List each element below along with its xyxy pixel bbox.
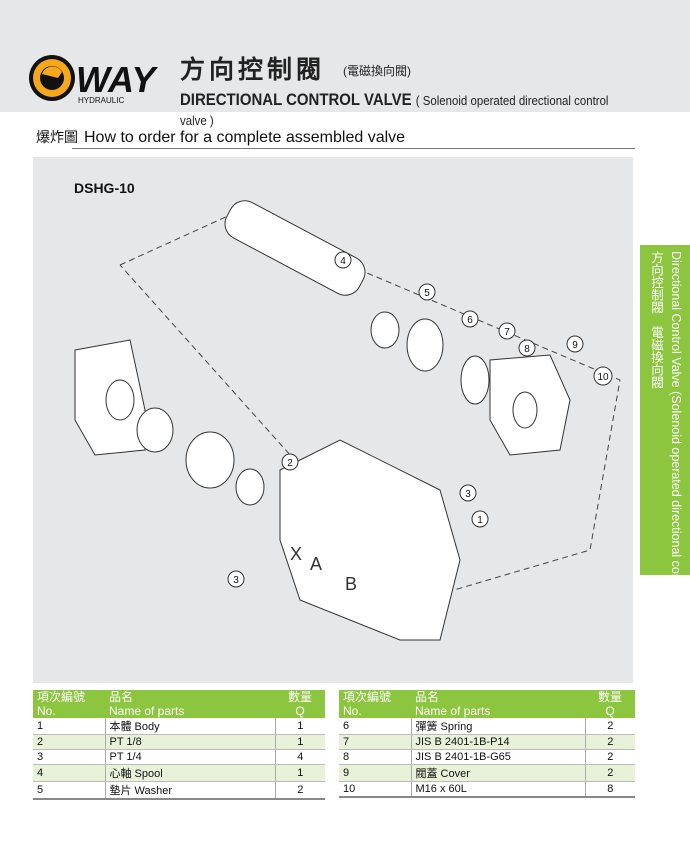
way-hydraulic-logo: WAY HYDRAULIC	[29, 55, 158, 105]
svg-text:5: 5	[424, 288, 430, 299]
spool	[224, 200, 366, 296]
callout-7: 7	[498, 322, 516, 340]
svg-text:6: 6	[467, 315, 473, 326]
subtitle-cn: (電磁換向閥)	[343, 64, 411, 78]
callout-3b: 3	[227, 570, 245, 588]
header-band	[0, 0, 690, 112]
svg-text:WAY: WAY	[76, 59, 158, 100]
svg-text:A: A	[310, 554, 322, 574]
callout-2: 2	[281, 453, 299, 471]
callout-1: 1	[471, 510, 489, 528]
svg-text:9: 9	[572, 340, 578, 351]
svg-text:B: B	[345, 574, 357, 594]
callout-9: 9	[566, 335, 584, 353]
title-en: DIRECTIONAL CONTROL VALVE ( Solenoid ope…	[180, 90, 609, 128]
svg-text:2: 2	[287, 458, 293, 469]
callout-4: 4	[334, 251, 352, 269]
callout-5: 5	[418, 283, 436, 301]
svg-text:3: 3	[465, 489, 471, 500]
svg-text:1: 1	[477, 515, 483, 526]
svg-text:8: 8	[524, 344, 530, 355]
callout-8: 8	[518, 339, 536, 357]
svg-text:X: X	[290, 544, 302, 564]
svg-text:3: 3	[233, 575, 239, 586]
svg-text:HYDRAULIC: HYDRAULIC	[78, 96, 124, 105]
callout-6: 6	[461, 310, 479, 328]
callout-3: 3	[459, 484, 477, 502]
body	[279, 439, 461, 641]
callout-10: 10	[593, 366, 613, 386]
callouts: 4 5 6 7 8 9 10 2 3 1 3	[227, 251, 613, 588]
title-cn: 方向控制閥	[180, 56, 326, 84]
svg-text:4: 4	[340, 256, 346, 267]
model-label: DSHG-10	[74, 180, 135, 196]
section-divider	[72, 148, 635, 149]
svg-text:7: 7	[504, 327, 510, 338]
side-tab: Directional Control Valve (Solenoid oper…	[640, 245, 690, 635]
svg-text:10: 10	[597, 372, 609, 383]
